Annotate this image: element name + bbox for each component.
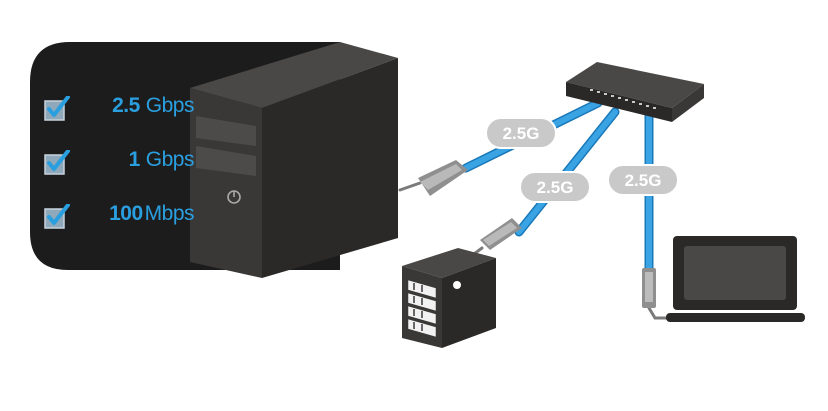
speed-badge-label: 2.5G xyxy=(625,171,662,190)
speed-label: 100Mbps xyxy=(109,202,194,226)
speed-value: 2.5 xyxy=(112,94,140,117)
speed-badge-nas: 2.5G xyxy=(519,171,591,203)
tower-pc-icon xyxy=(190,42,398,278)
checkbox-checked-icon xyxy=(44,96,70,121)
speed-unit: Gbps xyxy=(145,94,195,117)
power-icon xyxy=(227,190,241,204)
checkbox-checked-icon xyxy=(44,150,70,175)
laptop-icon xyxy=(666,236,805,322)
speed-badge-label: 2.5G xyxy=(537,178,574,197)
nas-icon xyxy=(402,248,496,348)
speed-unit: Mbps xyxy=(144,202,195,225)
network-switch-icon xyxy=(566,62,704,122)
usb-ethernet-adapter-icon xyxy=(642,268,656,308)
speed-badge-laptop: 2.5G xyxy=(607,164,679,196)
usb-ethernet-adapter-icon xyxy=(418,160,468,196)
speed-item-100-mbps: 100Mbps xyxy=(44,200,195,254)
usb-ethernet-adapter-icon xyxy=(480,218,522,250)
speed-value: 100 xyxy=(109,202,143,225)
speed-badge-tower: 2.5G xyxy=(485,117,557,149)
speed-value: 1 xyxy=(128,148,141,171)
speed-unit: Gbps xyxy=(145,148,195,171)
checkbox-checked-icon xyxy=(44,204,70,229)
speed-badge-label: 2.5G xyxy=(503,124,540,143)
